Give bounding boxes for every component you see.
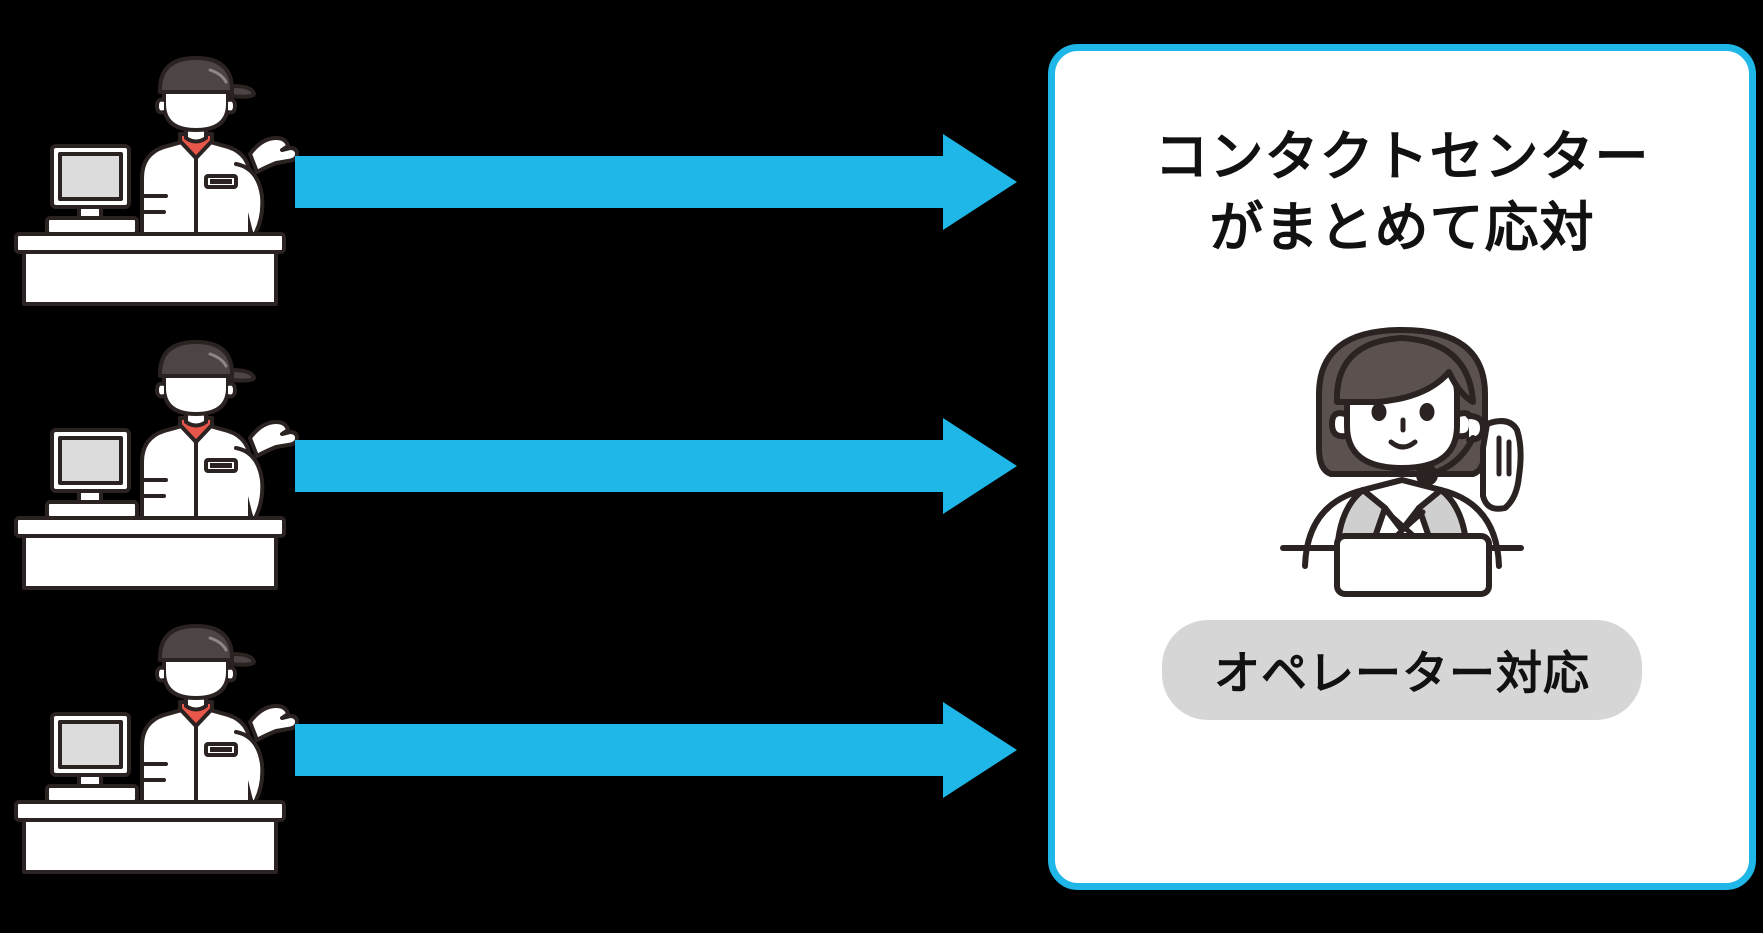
card-title-line-1: コンタクトセンター: [1154, 125, 1650, 188]
operator-response-badge: オペレーター対応: [1162, 619, 1642, 720]
source-node-1: [14, 46, 304, 306]
flow-arrow-3: [295, 702, 1017, 798]
contact-center-card: コンタクトセンター がまとめて応対: [1048, 44, 1756, 890]
flow-arrow-2: [295, 418, 1017, 514]
store-clerk-at-counter-icon: [14, 624, 299, 874]
right-arrow-icon: [295, 134, 1017, 230]
right-arrow-icon: [295, 702, 1017, 798]
flow-arrow-1: [295, 134, 1017, 230]
store-clerk-at-counter-icon: [14, 340, 299, 590]
operator-with-headset-icon: [1280, 326, 1524, 597]
card-title-line-2: がまとめて応対: [1209, 196, 1595, 260]
right-arrow-icon: [295, 418, 1017, 514]
operator-illustration: [1187, 298, 1617, 598]
card-title: コンタクトセンター がまとめて応対: [1155, 121, 1650, 264]
source-node-2: [14, 330, 304, 590]
store-clerk-at-counter-icon: [14, 56, 299, 306]
source-node-3: [14, 614, 304, 874]
